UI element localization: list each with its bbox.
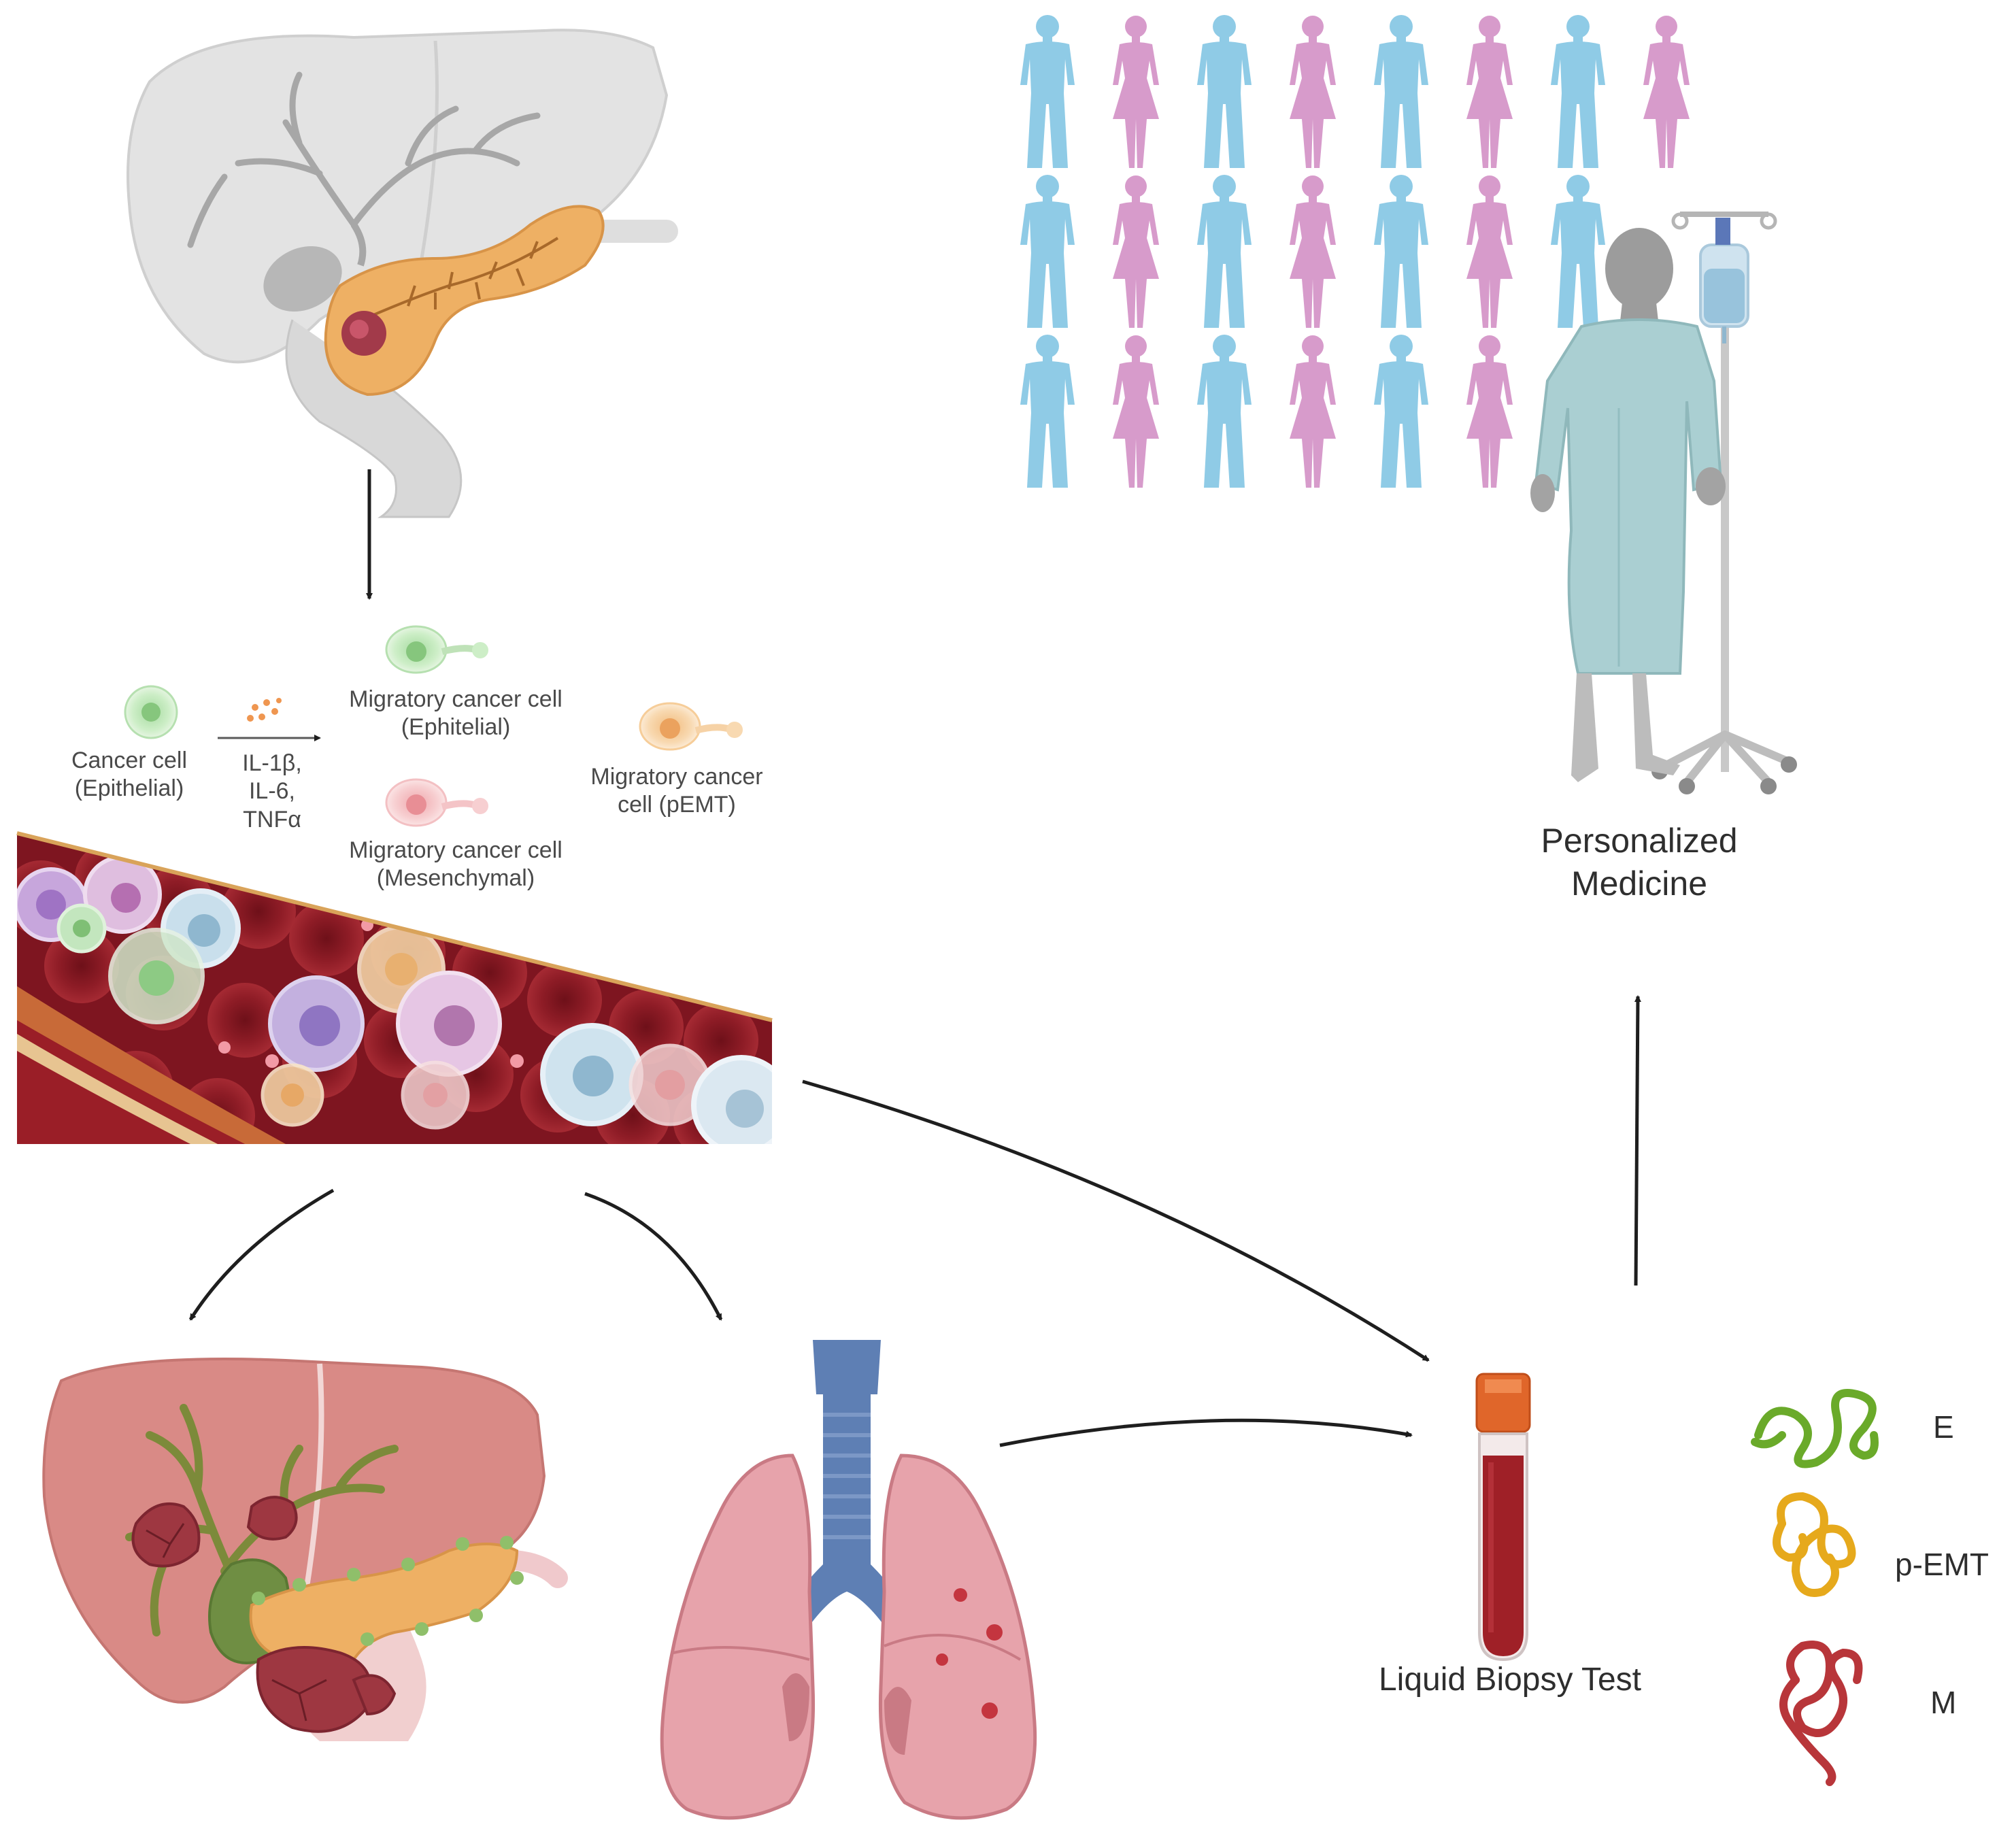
male-figure-icon [1374,15,1428,168]
arrow-biopsy-to-medicine [1634,995,1641,1286]
female-figure-icon [1643,16,1690,168]
male-figure-icon [1551,15,1605,168]
female-figure-icon [1466,335,1513,488]
male-figure-icon [1374,175,1428,328]
cancer-cell-label: Cancer cell (Epithelial) [41,747,218,803]
migratory-pemt-cell-icon [639,702,743,751]
legend-pemt-icon [1773,1492,1856,1597]
liquid-biopsy-label: Liquid Biopsy Test [1378,1662,1641,1698]
migratory-epithelial-line2: (Ephitelial) [401,714,511,741]
female-figure-icon [1290,175,1336,328]
flow-arrows [188,469,1641,1447]
lungs-icon [660,1340,1037,1820]
female-figure-icon [1290,16,1336,168]
female-figure-icon [1113,16,1159,168]
bloodstream-icon [16,831,773,1144]
cancer-cell-label-line2: (Epithelial) [74,775,184,802]
cytokines-label: IL-1β, IL-6, TNFα [218,750,326,834]
female-figure-icon [1290,335,1336,488]
male-figure-icon [1020,335,1075,488]
cytokine-line1: IL-1β, [242,750,302,776]
blood-tube-icon [1475,1373,1531,1662]
metastatic-liver-icon [42,1358,568,1741]
arrow-to-liver [188,1188,335,1321]
male-figure-icon [1551,175,1605,328]
personalized-medicine-label: Personalized Medicine [1469,820,1809,905]
arrow-to-lungs [584,1192,723,1321]
male-figure-icon [1197,335,1252,488]
arrow-blood-to-biopsy [802,1079,1430,1362]
cytokine-line2: IL-6, [248,778,296,805]
legend-e-icon [1751,1389,1879,1468]
arrow-lungs-to-biopsy [999,1418,1413,1447]
legend-e-label: E [1933,1409,1954,1445]
migratory-mesenchymal-line1: Migratory cancer cell [349,837,563,863]
cancer-cell-label-line1: Cancer cell [71,747,188,773]
male-figure-icon [1197,15,1252,168]
epithelial-cancer-cell-icon [124,685,178,739]
migratory-pemt-line1: Migratory cancer [590,764,763,790]
legend-m-icon [1779,1641,1863,1786]
patient-iv-icon [1530,212,1797,794]
migratory-pemt-line2: cell (pEMT) [618,792,736,818]
female-figure-icon [1466,16,1513,168]
migratory-epithelial-line1: Migratory cancer cell [349,686,563,712]
migratory-mesenchymal-cell-icon [385,778,488,827]
cytokine-line3: TNFα [243,806,301,833]
female-figure-icon [1113,175,1159,328]
pancreas-organ-icon [127,29,678,518]
migratory-pemt-label: Migratory cancer cell (pEMT) [568,763,786,820]
legend-m-label: M [1930,1685,1957,1720]
cytokine-dots-icon [247,698,282,722]
male-figure-icon [1197,175,1252,328]
male-figure-icon [1020,15,1075,168]
migratory-epithelial-label: Migratory cancer cell (Ephitelial) [313,686,599,742]
female-figure-icon [1113,335,1159,488]
personalized-medicine-line2: Medicine [1571,864,1708,903]
female-figure-icon [1466,175,1513,328]
legend-pemt-label: p-EMT [1895,1547,1989,1582]
personalized-medicine-line1: Personalized [1541,822,1738,860]
migratory-mesenchymal-label: Migratory cancer cell (Mesenchymal) [313,837,599,893]
male-figure-icon [1374,335,1428,488]
migratory-epithelial-cell-icon [385,625,488,674]
migratory-mesenchymal-line2: (Mesenchymal) [376,865,535,892]
male-figure-icon [1020,175,1075,328]
